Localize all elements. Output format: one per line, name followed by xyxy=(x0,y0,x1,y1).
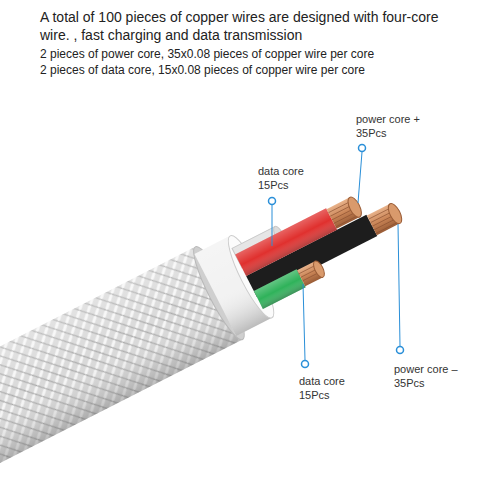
spec-note: 2 pieces of data core, 15x0.08 pieces of… xyxy=(40,62,365,78)
spec-note: 2 pieces of power core, 35x0.08 pieces o… xyxy=(40,46,374,62)
core-label: power core – 35Pcs xyxy=(394,362,476,390)
heading-text: A total of 100 pieces of copper wires ar… xyxy=(40,8,445,44)
core-label: data core 15Pcs xyxy=(258,164,320,192)
core-label: data core 15Pcs xyxy=(299,374,361,402)
core-label: power core + 35Pcs xyxy=(356,112,438,140)
